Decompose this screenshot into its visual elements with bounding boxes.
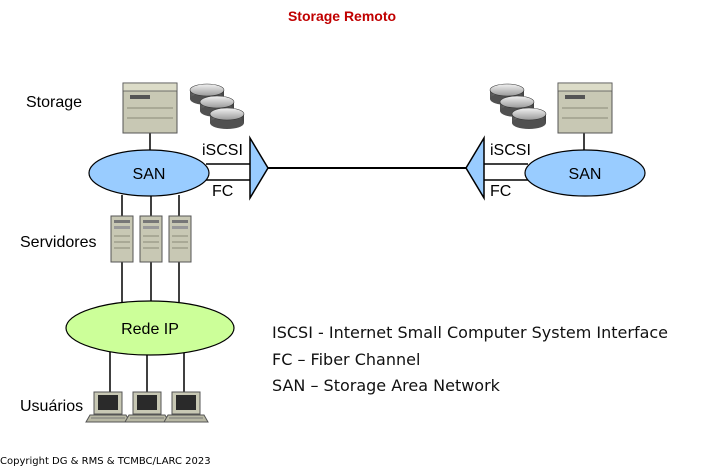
- right-link-connector: [465, 135, 485, 201]
- right-san-label: SAN: [569, 166, 602, 183]
- workstation-icons: [85, 391, 209, 423]
- rede-ip-node: [65, 300, 235, 356]
- copyright-notice: Copyright DG & RMS & TCMBC/LARC 2023: [0, 456, 211, 467]
- left-san-label: SAN: [133, 166, 166, 183]
- iscsi-right-label: iSCSI: [490, 142, 531, 159]
- legend-iscsi: ISCSI - Internet Small Computer System I…: [272, 323, 669, 342]
- legend-fc: FC – Fiber Channel: [272, 350, 421, 369]
- iscsi-left-label: iSCSI: [202, 142, 243, 159]
- left-disk-stack-icon: [189, 83, 245, 129]
- right-connectors: [481, 133, 585, 181]
- fc-left-label: FC: [212, 183, 234, 200]
- right-san-node: [524, 149, 646, 197]
- legend-san: SAN – Storage Area Network: [272, 376, 500, 395]
- servidores-label: Servidores: [20, 234, 97, 251]
- usuarios-label: Usuários: [20, 398, 84, 415]
- left-san-node: [88, 149, 210, 197]
- left-link-connector: [249, 135, 269, 201]
- right-storage-server-icon: [557, 82, 613, 134]
- fc-right-label: FC: [490, 183, 512, 200]
- right-disk-stack-icon: [489, 83, 547, 129]
- rede-ip-label: Rede IP: [121, 321, 179, 338]
- storage-label: Storage: [26, 94, 83, 111]
- diagram-title: Storage Remoto: [287, 8, 397, 24]
- server-icons: [110, 215, 192, 263]
- left-connectors: [109, 133, 252, 392]
- left-storage-server-icon: [122, 82, 178, 134]
